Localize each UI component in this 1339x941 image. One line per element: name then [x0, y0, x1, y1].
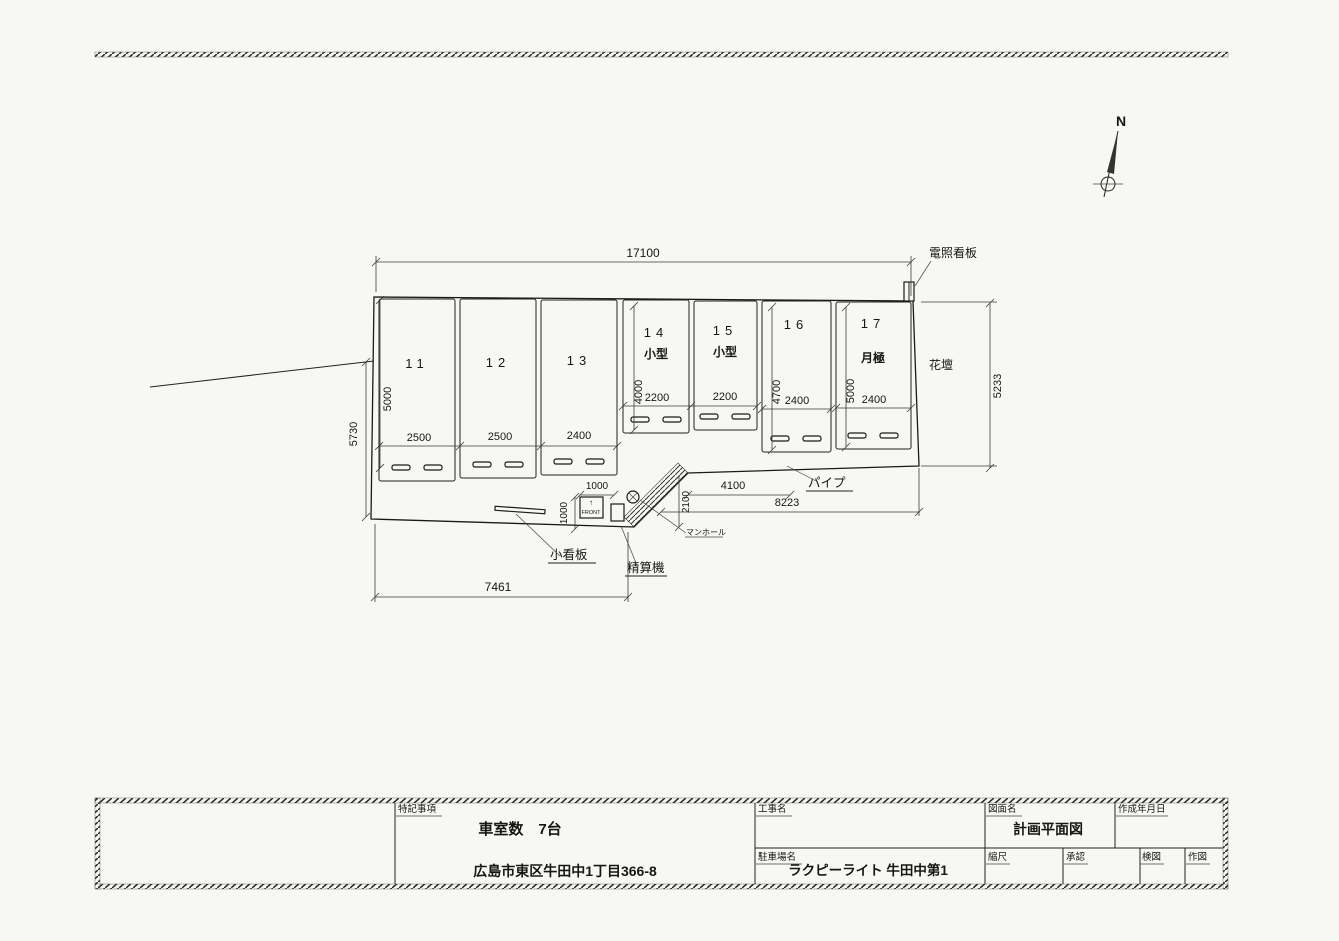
stall-type-label: 月極 [860, 350, 885, 365]
dim-south-edge: 8223 [775, 497, 799, 509]
stall-number: 12 [486, 355, 510, 370]
pay-machine-symbol [610, 503, 625, 522]
titleblock-left-border [94, 797, 101, 890]
north-arrow: N [1093, 113, 1126, 198]
manhole-label: マンホール [686, 528, 726, 537]
dim-stall17-depth: 5000 [845, 379, 857, 403]
pipe-leader [786, 465, 819, 483]
entrance-hatch [623, 462, 689, 528]
stall-12: 12 [459, 298, 537, 479]
small-sign-symbol [494, 505, 546, 515]
wheel-stop [847, 432, 867, 439]
north-label: N [1116, 113, 1126, 129]
stall-15: 15 小型 [693, 300, 758, 431]
parking-stalls: 11 12 13 14 小型 15 小型 [378, 298, 912, 482]
pipe-label: パイプ [808, 476, 846, 490]
dim-stall16-width: 2400 [785, 395, 809, 407]
stall-number: 17 [861, 316, 885, 331]
small-sign-leader [515, 513, 561, 557]
title-block: 特記事項 車室数 7台 広島市東区牛田中1丁目366-8 工事名 図面名 計画平… [394, 803, 1223, 884]
dim-bay-width: 1000 [586, 481, 609, 492]
annotations: ↑ FRONT 電照看板 花壇 パイプ 小看板 精算機 マンホール [494, 246, 977, 577]
wheel-stop [662, 416, 682, 423]
stall-number: 11 [405, 356, 429, 371]
dim-stall14-depth: 4000 [633, 380, 645, 404]
front-box [579, 496, 604, 519]
adjacent-boundary-line [149, 360, 375, 388]
stall-number: 14 [644, 325, 668, 340]
pay-machine-leader [620, 525, 639, 569]
dim-pipe-run: 4100 [721, 480, 745, 492]
manhole-leader [639, 499, 687, 534]
wheel-stop [699, 413, 719, 420]
dim-stall15-width: 2200 [713, 391, 737, 403]
stall-type-label: 小型 [713, 344, 737, 359]
stall-number: 15 [713, 323, 737, 338]
dim-right-side: 5233 [992, 374, 1004, 398]
titleblock-right-border [1222, 797, 1229, 890]
notes-value: 車室数 7台 [478, 820, 561, 838]
dim-entrance: 2100 [681, 490, 692, 513]
date-label: 作成年月日 [1118, 803, 1166, 815]
dim-bottom-edge: 7461 [485, 580, 512, 594]
pay-machine-label: 精算機 [627, 560, 665, 575]
dim-stall16-depth: 4700 [771, 380, 783, 404]
stall-type-label: 小型 [644, 346, 668, 361]
drawing-name-label: 図面名 [988, 803, 1017, 815]
check-label: 検図 [1142, 851, 1161, 863]
dim-left-outer: 5730 [348, 422, 360, 446]
site-address: 広島市東区牛田中1丁目366-8 [473, 863, 657, 879]
wheel-stop [802, 435, 822, 442]
titleblock-top-border [94, 797, 1229, 804]
dim-left-inner: 5000 [382, 387, 394, 411]
project-label: 工事名 [758, 803, 787, 815]
stall-13: 13 [540, 299, 618, 476]
wheel-stop [630, 416, 650, 423]
parking-name-label: 駐車場名 [758, 851, 796, 863]
stall-17: 17 月極 [835, 301, 912, 450]
wheel-stop [391, 464, 411, 471]
notes-label: 特記事項 [398, 803, 437, 815]
parking-name-value: ラクピーライト 牛田中第1 [788, 862, 948, 878]
stall-11: 11 [378, 298, 456, 482]
stall-16: 16 [761, 300, 832, 453]
compass-needle [1107, 131, 1118, 174]
flower-bed-label: 花壇 [929, 357, 953, 372]
width-dims: 2500 2500 2400 2200 2200 2400 2400 [374, 391, 916, 451]
stall-number: 16 [784, 317, 808, 332]
dim-overall-width: 17100 [626, 246, 660, 260]
wheel-stop [585, 458, 605, 465]
dim-overall: 17100 [371, 246, 916, 296]
approve-label: 承認 [1066, 851, 1086, 863]
wheel-stop [553, 458, 573, 465]
front-label: FRONT [582, 510, 602, 516]
dim-stall11-width: 2500 [407, 432, 431, 444]
bottom-dims: 1000 1000 2100 4100 8223 7461 [370, 468, 924, 602]
wheel-stop [770, 435, 790, 442]
front-arrow-icon: ↑ [589, 498, 593, 507]
dim-stall13-width: 2400 [567, 430, 591, 442]
drawing-name-value: 計画平面図 [1013, 821, 1083, 837]
page-border [94, 51, 1229, 890]
stall-14: 14 小型 [622, 299, 690, 434]
small-sign-label: 小看板 [550, 548, 588, 562]
wheel-stop [504, 461, 524, 468]
wheel-stop [731, 413, 751, 420]
depth-dims: 4000 4700 5000 5730 5000 5233 [348, 295, 1004, 522]
top-border [94, 51, 1229, 58]
lighted-sign-leader [914, 260, 932, 287]
titleblock-bottom-border [94, 883, 1229, 890]
dim-stall17-width: 2400 [862, 394, 886, 406]
wheel-stop [423, 464, 443, 471]
lighted-sign-label: 電照看板 [929, 246, 977, 260]
dim-stall14-width: 2200 [645, 392, 669, 404]
wheel-stop [879, 432, 899, 439]
dim-stall12-width: 2500 [488, 431, 512, 443]
scale-label: 縮尺 [988, 851, 1008, 863]
draft-label: 作図 [1188, 851, 1207, 863]
stall-number: 13 [567, 353, 591, 368]
wheel-stop [472, 461, 492, 468]
dim-bay-depth: 1000 [559, 501, 570, 524]
